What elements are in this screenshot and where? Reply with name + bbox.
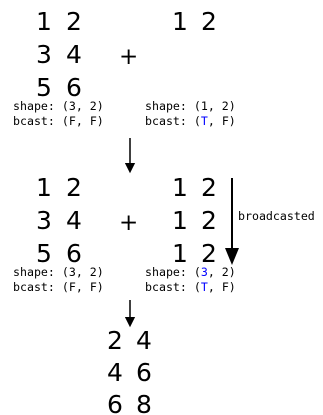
broadcast-matrix-cell: 2 <box>201 206 217 235</box>
step2-right-metadata: shape: (3, 2) bcast: (T, F) <box>145 265 236 294</box>
matrix-cell: 4 <box>66 40 82 69</box>
shape-line: shape: (3, 2) <box>145 265 236 279</box>
matrix-cell: 4 <box>107 358 123 387</box>
matrix-cell: 5 <box>36 239 52 268</box>
matrix-cell: 1 <box>172 173 188 202</box>
broadcast-matrix-cell: 2 <box>201 239 217 268</box>
broadcast-matrix-cell: 1 <box>172 239 188 268</box>
matrix-cell: 1 <box>36 173 52 202</box>
matrix-cell: 6 <box>136 358 152 387</box>
bcast-line: bcast: (T, F) <box>145 114 236 128</box>
matrix-cell: 3 <box>36 206 52 235</box>
shape-line: shape: (3, 2) <box>13 265 104 279</box>
bcast-line: bcast: (T, F) <box>145 280 236 294</box>
step1-right-metadata: shape: (1, 2) bcast: (T, F) <box>145 99 236 128</box>
step1-right-matrix: 1 2 <box>172 7 217 36</box>
plus-operator: + <box>119 210 138 236</box>
matrix-cell: 5 <box>36 73 52 102</box>
step2-left-metadata: shape: (3, 2) bcast: (F, F) <box>13 265 104 294</box>
matrix-cell: 2 <box>201 7 217 36</box>
matrix-cell: 1 <box>36 7 52 36</box>
matrix-cell: 6 <box>107 390 123 415</box>
broadcast-matrix-cell: 1 <box>172 206 188 235</box>
result-matrix: 2 4 4 6 6 8 <box>107 326 152 415</box>
matrix-cell: 8 <box>136 390 152 415</box>
matrix-cell: 3 <box>36 40 52 69</box>
matrix-cell: 2 <box>66 173 82 202</box>
shape-line: shape: (3, 2) <box>13 99 104 113</box>
bcast-line: bcast: (F, F) <box>13 114 104 128</box>
matrix-cell: 2 <box>66 7 82 36</box>
matrix-cell: 4 <box>136 326 152 355</box>
matrix-cell: 6 <box>66 239 82 268</box>
bcast-line: bcast: (F, F) <box>13 280 104 294</box>
matrix-cell: 2 <box>107 326 123 355</box>
matrix-cell: 6 <box>66 73 82 102</box>
matrix-cell: 1 <box>172 7 188 36</box>
arrow-down-icon <box>225 248 239 265</box>
step2-left-matrix: 1 2 3 4 5 6 <box>36 173 82 268</box>
broadcast-arrow <box>225 178 239 265</box>
step1-left-matrix: 1 2 3 4 5 6 <box>36 7 82 102</box>
shape-line: shape: (1, 2) <box>145 99 236 113</box>
broadcasted-label: broadcasted <box>238 209 315 223</box>
matrix-cell: 2 <box>201 173 217 202</box>
matrix-cell: 4 <box>66 206 82 235</box>
step2-right-matrix: 1 2 1 2 1 2 <box>172 173 217 268</box>
step1-left-metadata: shape: (3, 2) bcast: (F, F) <box>13 99 104 128</box>
plus-operator: + <box>119 44 138 70</box>
